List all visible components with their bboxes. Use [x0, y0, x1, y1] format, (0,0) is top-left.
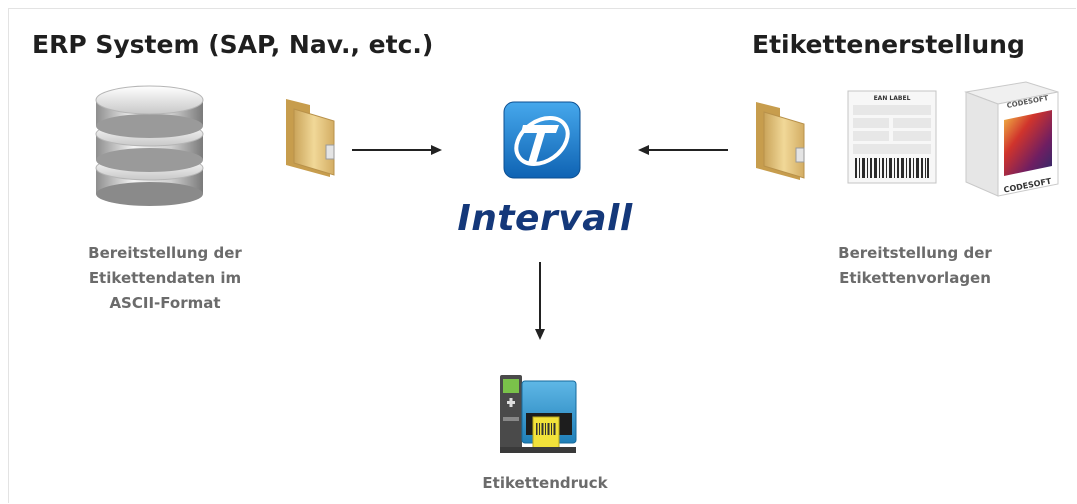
erp-data-caption: Bereitstellung der Etikettendaten im ASC… — [88, 244, 242, 312]
folder-icon — [756, 102, 805, 180]
arrow-to-intervall — [352, 145, 442, 155]
label-sheet-heading: EAN LABEL — [874, 95, 911, 102]
arrow-to-printer — [535, 262, 545, 340]
template-caption: Bereitstellung der Etikettenvorlagen — [838, 244, 992, 287]
folder-icon — [286, 99, 335, 177]
label-creation-title: Etikettenerstellung — [752, 30, 1025, 59]
intervall-brand: Intervall — [457, 198, 633, 239]
label-sheet-icon: EAN LABEL — [847, 90, 937, 184]
intervall-logo-icon — [503, 101, 581, 179]
arrow-from-templates — [638, 145, 728, 155]
label-printer-icon — [500, 375, 577, 453]
codesoft-box-icon: CODESOFT CODESOFT — [964, 81, 1059, 197]
diagram-frame — [8, 8, 1076, 503]
database-icon — [95, 85, 204, 206]
label-print-caption: Etikettendruck — [482, 474, 608, 492]
erp-system-title: ERP System (SAP, Nav., etc.) — [32, 30, 434, 59]
